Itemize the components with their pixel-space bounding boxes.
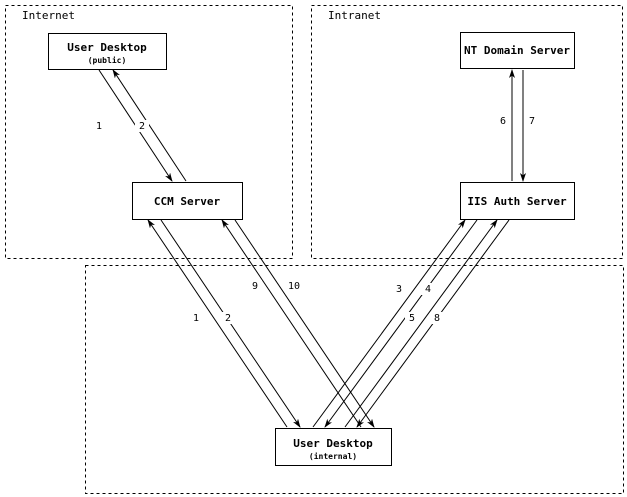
node-title-nt-domain-server: NT Domain Server [464,44,570,57]
node-box-iis-auth-server[interactable] [460,182,575,220]
flow-labels-layer: 1 2 1 2 9 10 3 4 5 8 6 7 [92,115,539,324]
flow-label-bg-step-8-9 [430,312,444,324]
node-title-user-desktop-public: User Desktop [67,41,147,54]
flow-label-bg-step-1-0 [92,120,106,132]
flow-label-bg-step-10-5 [287,280,301,292]
flow-label-bg-step-3-6 [392,283,406,295]
flow-label-step-2-3: 2 [225,313,231,324]
zone-label-internet: Internet [22,9,75,22]
node-title-ccm-server: CCM Server [154,195,221,208]
flow-line-step-9-4 [221,219,362,428]
flow-label-bg-step-9-4 [248,280,262,292]
flow-label-step-1-0: 1 [96,121,102,132]
node-box-user-desktop-internal[interactable] [275,428,392,466]
node-title-iis-auth-server: IIS Auth Server [467,195,567,208]
node-user-desktop-internal[interactable]: User Desktop(internal) [275,428,392,466]
flow-label-step-5-8: 5 [409,313,415,324]
flow-label-bg-step-6-10 [496,115,510,127]
flow-label-step-3-6: 3 [396,284,402,295]
node-user-desktop-public[interactable]: User Desktop(public) [48,33,167,70]
flow-line-step-1-2 [147,219,288,428]
node-nt-domain-server[interactable]: NT Domain Server [460,32,575,69]
flow-label-step-6-10: 6 [500,116,506,127]
flow-label-bg-step-1-2 [189,312,203,324]
flow-label-step-7-11: 7 [529,116,535,127]
zone-internet: Internet [5,5,293,259]
flow-line-step-4-7 [324,219,478,428]
node-subtitle-user-desktop-public: (public) [88,55,127,65]
node-box-ccm-server[interactable] [132,182,243,220]
flow-label-bg-step-2-3 [221,312,235,324]
flow-label-step-9-4: 9 [252,281,258,292]
node-subtitle-user-desktop-internal: (internal) [309,451,357,461]
flow-line-step-10-5 [234,219,375,428]
flow-label-step-1-2: 1 [193,313,199,324]
flow-line-step-5-8 [344,219,498,428]
node-box-user-desktop-public[interactable] [48,33,167,70]
flow-label-step-4-7: 4 [425,284,431,295]
flow-label-bg-step-2-1 [135,120,149,132]
node-title-user-desktop-internal: User Desktop [293,437,373,450]
flow-label-bg-step-5-8 [405,312,419,324]
flow-line-step-3-6 [312,219,466,428]
flow-label-bg-step-4-7 [421,283,435,295]
zone-label-intranet: Intranet [328,9,381,22]
node-box-nt-domain-server[interactable] [460,32,575,69]
flow-label-step-10-5: 10 [288,281,300,292]
flow-label-bg-step-7-11 [525,115,539,127]
flow-line-step-2-1 [112,69,187,182]
flow-label-step-8-9: 8 [434,313,440,324]
node-ccm-server[interactable]: CCM Server [132,182,243,220]
node-iis-auth-server[interactable]: IIS Auth Server [460,182,575,220]
zone-bottom [85,265,624,494]
zone-intranet: Intranet [311,5,623,259]
flow-label-step-2-1: 2 [139,121,145,132]
zones-layer: Internet Intranet [5,5,624,494]
zone-boundary-bottom [85,265,624,494]
